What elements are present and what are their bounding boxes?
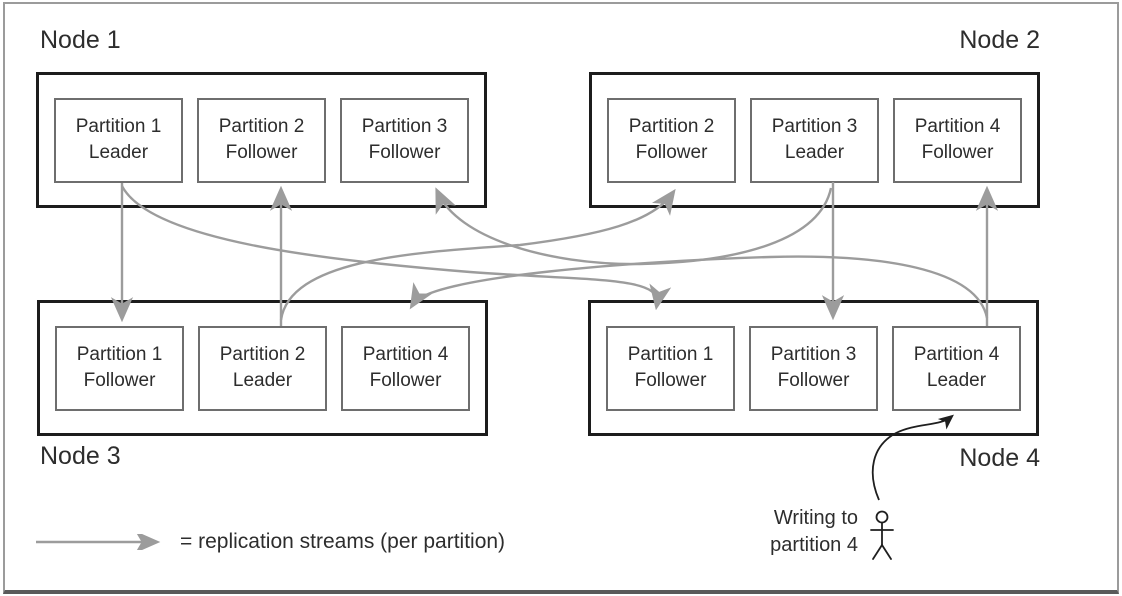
node1-partition-2-follower-box: Partition 2 Follower [197, 97, 326, 183]
partition-role: Follower [777, 370, 850, 391]
node4-partition-1-follower-box: Partition 1 Follower [606, 325, 735, 411]
partition-name: Partition 2 [218, 116, 305, 137]
write-annotation-line1: Writing to [773, 507, 858, 529]
stick-person-icon [870, 510, 894, 560]
node2-partition-2-follower-box: Partition 2 Follower [607, 97, 736, 183]
partition-role: Follower [635, 142, 708, 163]
node2-partition-4-follower-box: Partition 4 Follower [893, 97, 1022, 183]
node2-partition-3-leader-box: Partition 3 Leader [750, 97, 879, 183]
node-2-label: Node 2 [959, 26, 1040, 54]
partition-role: Follower [368, 142, 441, 163]
partition-role: Follower [83, 370, 156, 391]
partition-name: Partition 3 [770, 344, 857, 365]
node-4-label: Node 4 [959, 444, 1040, 472]
node-4-box: Partition 1 Follower Partition 3 Followe… [588, 300, 1039, 436]
partition-name: Partition 2 [219, 344, 306, 365]
partition-role: Follower [634, 370, 707, 391]
node-3-label: Node 3 [40, 442, 121, 470]
node-2-box: Partition 2 Follower Partition 3 Leader … [589, 72, 1040, 208]
partition-role: Follower [921, 142, 994, 163]
write-annotation-line2: partition 4 [770, 534, 858, 556]
node3-partition-2-leader-box: Partition 2 Leader [198, 325, 327, 411]
node-3-box: Partition 1 Follower Partition 2 Leader … [37, 300, 488, 436]
partition-name: Partition 4 [914, 116, 1001, 137]
partition-name: Partition 1 [76, 344, 163, 365]
node-1-box: Partition 1 Leader Partition 2 Follower … [36, 72, 487, 208]
partition-role: Follower [369, 370, 442, 391]
partition-role: Follower [225, 142, 298, 163]
partition-role: Leader [88, 142, 149, 163]
partition-name: Partition 2 [628, 116, 715, 137]
node-1-label: Node 1 [40, 26, 121, 54]
node3-partition-4-follower-box: Partition 4 Follower [341, 325, 470, 411]
node3-partition-1-follower-box: Partition 1 Follower [55, 325, 184, 411]
partition-role: Leader [232, 370, 293, 391]
partition-name: Partition 4 [362, 344, 449, 365]
node4-partition-3-follower-box: Partition 3 Follower [749, 325, 878, 411]
partition-name: Partition 1 [627, 344, 714, 365]
legend-arrow-icon [36, 534, 161, 550]
partition-role: Leader [926, 370, 987, 391]
partition-name: Partition 3 [361, 116, 448, 137]
node1-partition-1-leader-box: Partition 1 Leader [54, 97, 183, 183]
partition-name: Partition 4 [913, 344, 1000, 365]
legend-label: = replication streams (per partition) [180, 530, 506, 553]
node4-partition-4-leader-box: Partition 4 Leader [892, 325, 1021, 411]
legend: = replication streams (per partition) [36, 530, 505, 554]
partition-name: Partition 1 [75, 116, 162, 137]
partition-role: Leader [784, 142, 845, 163]
partition-name: Partition 3 [771, 116, 858, 137]
write-annotation-label: Writing to partition 4 [718, 505, 858, 559]
node1-partition-3-follower-box: Partition 3 Follower [340, 97, 469, 183]
